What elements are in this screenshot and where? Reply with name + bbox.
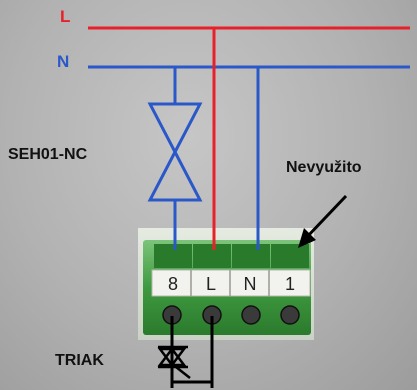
screw-icon	[280, 305, 300, 325]
triac-circuit	[157, 316, 214, 388]
terminal-label-1: 1	[285, 274, 295, 294]
valve-icon	[147, 102, 203, 202]
neutral-label: N	[57, 52, 70, 71]
terminal-slots	[154, 244, 309, 268]
terminal-screws	[162, 305, 300, 325]
terminal-slot	[232, 244, 270, 268]
unused-label: Nevyužito	[286, 159, 362, 176]
terminal-slot	[271, 244, 309, 268]
terminal-slot	[193, 244, 231, 268]
terminal-label-strip	[151, 269, 311, 297]
screw-icon	[241, 305, 261, 325]
terminal-block: 8 L N 1	[138, 228, 314, 340]
line-label: L	[60, 7, 71, 26]
valve-label: SEH01-NC	[8, 146, 88, 163]
unused-pointer-arrow	[298, 194, 348, 248]
terminal-slot	[154, 244, 192, 268]
terminal-label-8: 8	[168, 274, 178, 294]
terminal-label-n: N	[244, 274, 257, 294]
triac-label: TRIAK	[55, 352, 104, 369]
triac-icon	[157, 345, 191, 379]
terminal-label-l: L	[206, 274, 216, 294]
